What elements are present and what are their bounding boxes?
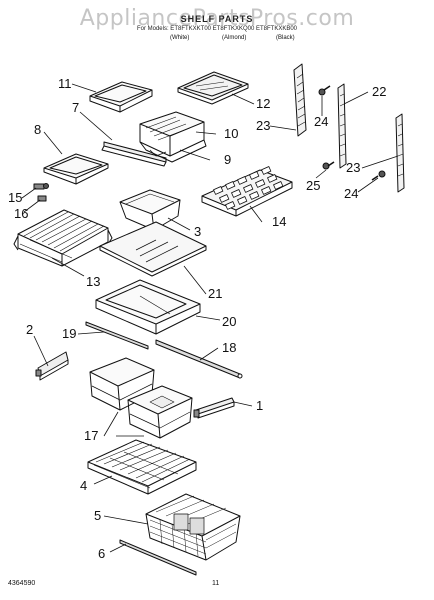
variant-black: (Black) — [276, 35, 295, 41]
leader-lines — [21, 83, 399, 553]
part-7-rail — [101, 141, 167, 167]
callout-1: 1 — [256, 398, 263, 413]
doc-number: 4364590 — [8, 580, 36, 587]
callout-8: 8 — [34, 122, 41, 137]
part-23-shelf-strip-left — [293, 63, 307, 137]
part-10-deli-drawer — [139, 111, 207, 163]
part-15-16-fasteners — [33, 183, 49, 202]
callout-15: 15 — [8, 190, 22, 205]
part-13-wire-shelf — [13, 209, 113, 267]
callout-23: 23 — [256, 118, 270, 133]
callout-4: 4 — [80, 478, 87, 493]
callout-3: 3 — [194, 224, 201, 239]
part-14-ice-tray — [201, 166, 293, 217]
part-1-bracket — [193, 397, 235, 419]
callout-21: 21 — [208, 286, 222, 301]
part-6-rod — [119, 539, 197, 576]
part-2-bracket — [35, 351, 69, 381]
part-24-25-screws — [318, 85, 386, 181]
callout-18: 18 — [222, 340, 236, 355]
part-21-glass-panel — [99, 221, 207, 277]
callout-labels: 11 12 7 10 8 9 15 16 3 14 13 21 20 2 19 … — [8, 76, 386, 561]
variant-almond: (Almond) — [222, 35, 247, 41]
part-12-glass-shelf — [177, 71, 249, 105]
callout-25: 25 — [306, 178, 320, 193]
callout-5: 5 — [94, 508, 101, 523]
page-number: 11 — [212, 580, 220, 587]
callout-20: 20 — [222, 314, 236, 329]
part-19-rod — [85, 321, 149, 350]
callout-14: 14 — [272, 214, 286, 229]
part-8-shelf-frame — [43, 153, 109, 185]
callout-11: 11 — [58, 76, 72, 91]
callout-16: 16 — [14, 206, 28, 221]
callout-10: 10 — [224, 126, 238, 141]
part-3-bin — [119, 189, 181, 231]
part-20-crisper-cover — [95, 279, 201, 335]
callout-24: 24 — [344, 186, 358, 201]
callout-9: 9 — [224, 152, 231, 167]
callout-13: 13 — [86, 274, 100, 289]
part-11-shelf-frame — [89, 81, 153, 113]
model-line: For Models: ET8FTKXKT00 ET8FTKXKQ00 ET8F… — [136, 26, 298, 32]
callout-17: 17 — [84, 428, 98, 443]
variant-white: (White) — [170, 35, 190, 41]
callout-6: 6 — [98, 546, 105, 561]
callout-23: 23 — [346, 160, 360, 175]
part-4-wire-shelf — [87, 439, 197, 495]
part-17-crisper-drawers — [89, 357, 193, 439]
callout-19: 19 — [62, 326, 76, 341]
part-23-shelf-strip-far-right — [395, 113, 405, 193]
callout-22: 22 — [372, 84, 386, 99]
callout-12: 12 — [256, 96, 270, 111]
callout-7: 7 — [72, 100, 79, 115]
callout-24: 24 — [314, 114, 328, 129]
callout-2: 2 — [26, 322, 33, 337]
part-18-rail — [155, 339, 243, 379]
page-title: SHELF PARTS — [180, 14, 254, 24]
part-5-wire-basket — [145, 493, 241, 561]
part-22-shelf-strip-right — [337, 83, 347, 169]
